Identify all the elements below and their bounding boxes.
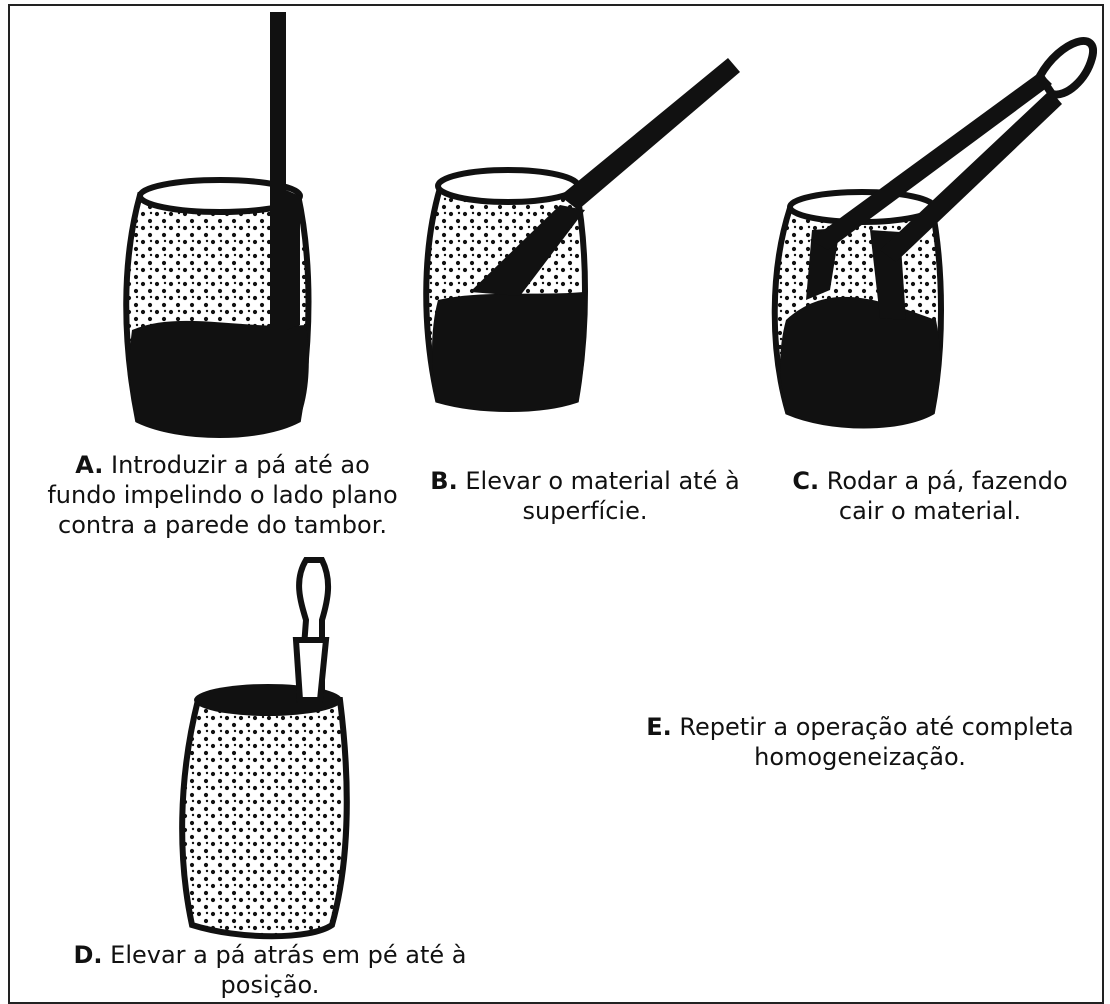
caption-text: Elevar a pá atrás em pé até à posição. <box>110 941 466 999</box>
caption-letter: E. <box>646 713 672 741</box>
caption-step-e: E. Repetir a operação até completa homog… <box>620 712 1100 772</box>
caption-letter: D. <box>73 941 102 969</box>
caption-text: Elevar o material até à superfície. <box>465 467 739 525</box>
caption-letter: B. <box>430 467 457 495</box>
caption-text: Rodar a pá, fazendo cair o material. <box>827 467 1068 525</box>
caption-step-b: B. Elevar o material até à superfície. <box>420 466 750 526</box>
caption-step-a: A. Introduzir a pá até ao fundo impelind… <box>40 450 405 540</box>
caption-step-d: D. Elevar a pá atrás em pé até à posição… <box>40 940 500 1000</box>
caption-step-c: C. Rodar a pá, fazendo cair o material. <box>770 466 1090 526</box>
drum-c-illustration <box>775 41 1093 428</box>
drum-b-illustration <box>426 58 740 411</box>
caption-letter: C. <box>792 467 819 495</box>
caption-text: Repetir a operação até completa homogene… <box>679 713 1073 771</box>
caption-letter: A. <box>75 451 103 479</box>
drum-d-illustration <box>182 560 347 936</box>
drum-a-illustration <box>126 12 309 437</box>
